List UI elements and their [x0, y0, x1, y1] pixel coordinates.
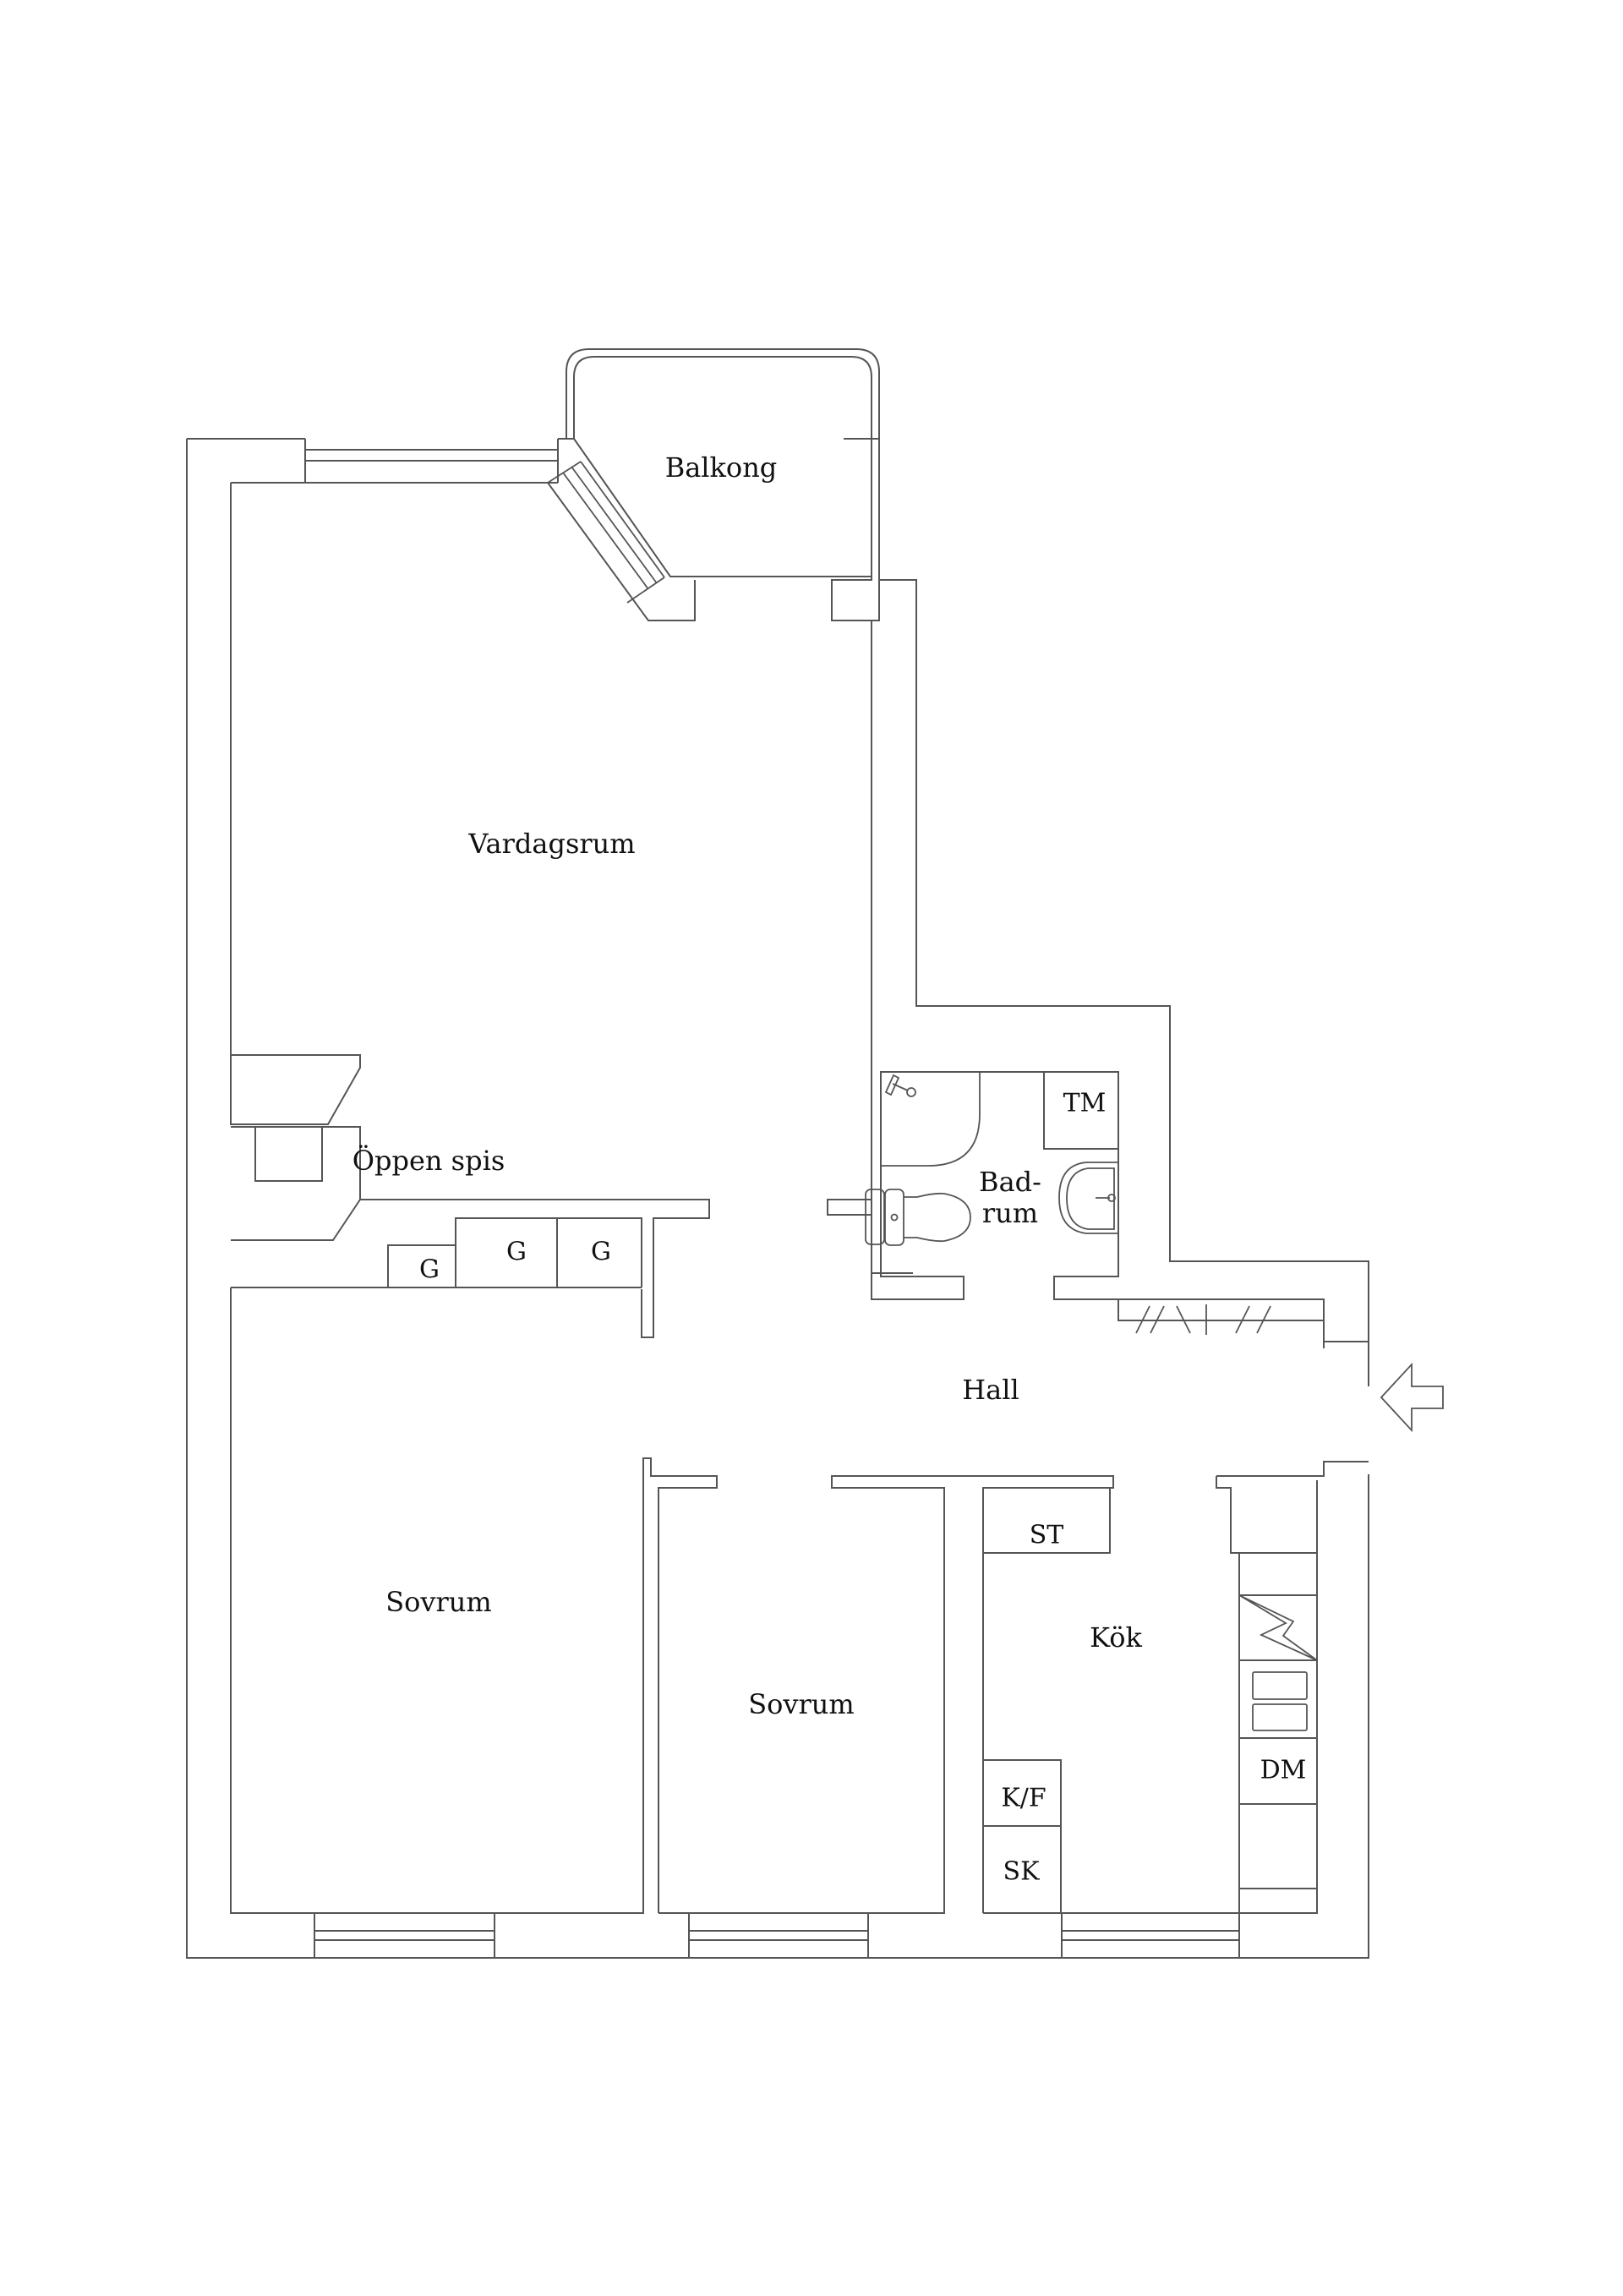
window-top-left: [304, 439, 559, 483]
wardrobe-label-1: G: [419, 1255, 440, 1285]
washing-machine-label: TM: [1063, 1089, 1107, 1118]
fireplace-label: Öppen spis: [352, 1145, 505, 1177]
bathroom-label-1: Bad-: [979, 1166, 1041, 1198]
bedroom-2: Sovrum: [658, 1475, 1114, 1958]
kitchen-sink-icon: [1252, 1671, 1308, 1731]
entrance-arrow-icon: [1380, 1362, 1444, 1433]
room-label-sovrum-1: Sovrum: [385, 1586, 492, 1618]
toilet-icon: [865, 1189, 971, 1246]
bedroom-1: Sovrum: [314, 1457, 718, 1958]
fridge-freezer-label: K/F: [1001, 1784, 1046, 1813]
shower-icon: [884, 1074, 916, 1097]
balcony: Balkong: [546, 348, 880, 621]
outer-walls: [186, 438, 1369, 1959]
bathroom: TM Bad- rum: [827, 1071, 1170, 1300]
wardrobes: G G G: [231, 1199, 710, 1338]
kitchen: ST K/F SK DM Kök: [982, 1461, 1369, 1958]
stove-icon: [1238, 1594, 1318, 1661]
broom-closet-label: SK: [1003, 1857, 1041, 1887]
room-label-hall: Hall: [962, 1374, 1019, 1406]
wardrobe-label-3: G: [591, 1238, 611, 1267]
dishwasher-label: DM: [1260, 1756, 1307, 1785]
room-label-balkong: Balkong: [665, 451, 778, 484]
fireplace-icon: [254, 1127, 323, 1182]
fireplace: Öppen spis: [231, 1126, 505, 1241]
living-room-east-wall: [832, 580, 917, 1274]
cabinet-label: ST: [1030, 1521, 1064, 1550]
room-label-sovrum-2: Sovrum: [748, 1688, 855, 1720]
hall-closet: [1118, 1298, 1369, 1342]
wardrobe-label-2: G: [506, 1238, 527, 1267]
room-label-kok: Kök: [1090, 1621, 1142, 1654]
bathroom-label-2: rum: [982, 1197, 1038, 1229]
sink-icon: [1058, 1162, 1118, 1234]
shower-enclosure: [881, 1072, 981, 1167]
entrance-wall: [1323, 1261, 1369, 1348]
room-label-vardagsrum: Vardagsrum: [467, 828, 635, 860]
